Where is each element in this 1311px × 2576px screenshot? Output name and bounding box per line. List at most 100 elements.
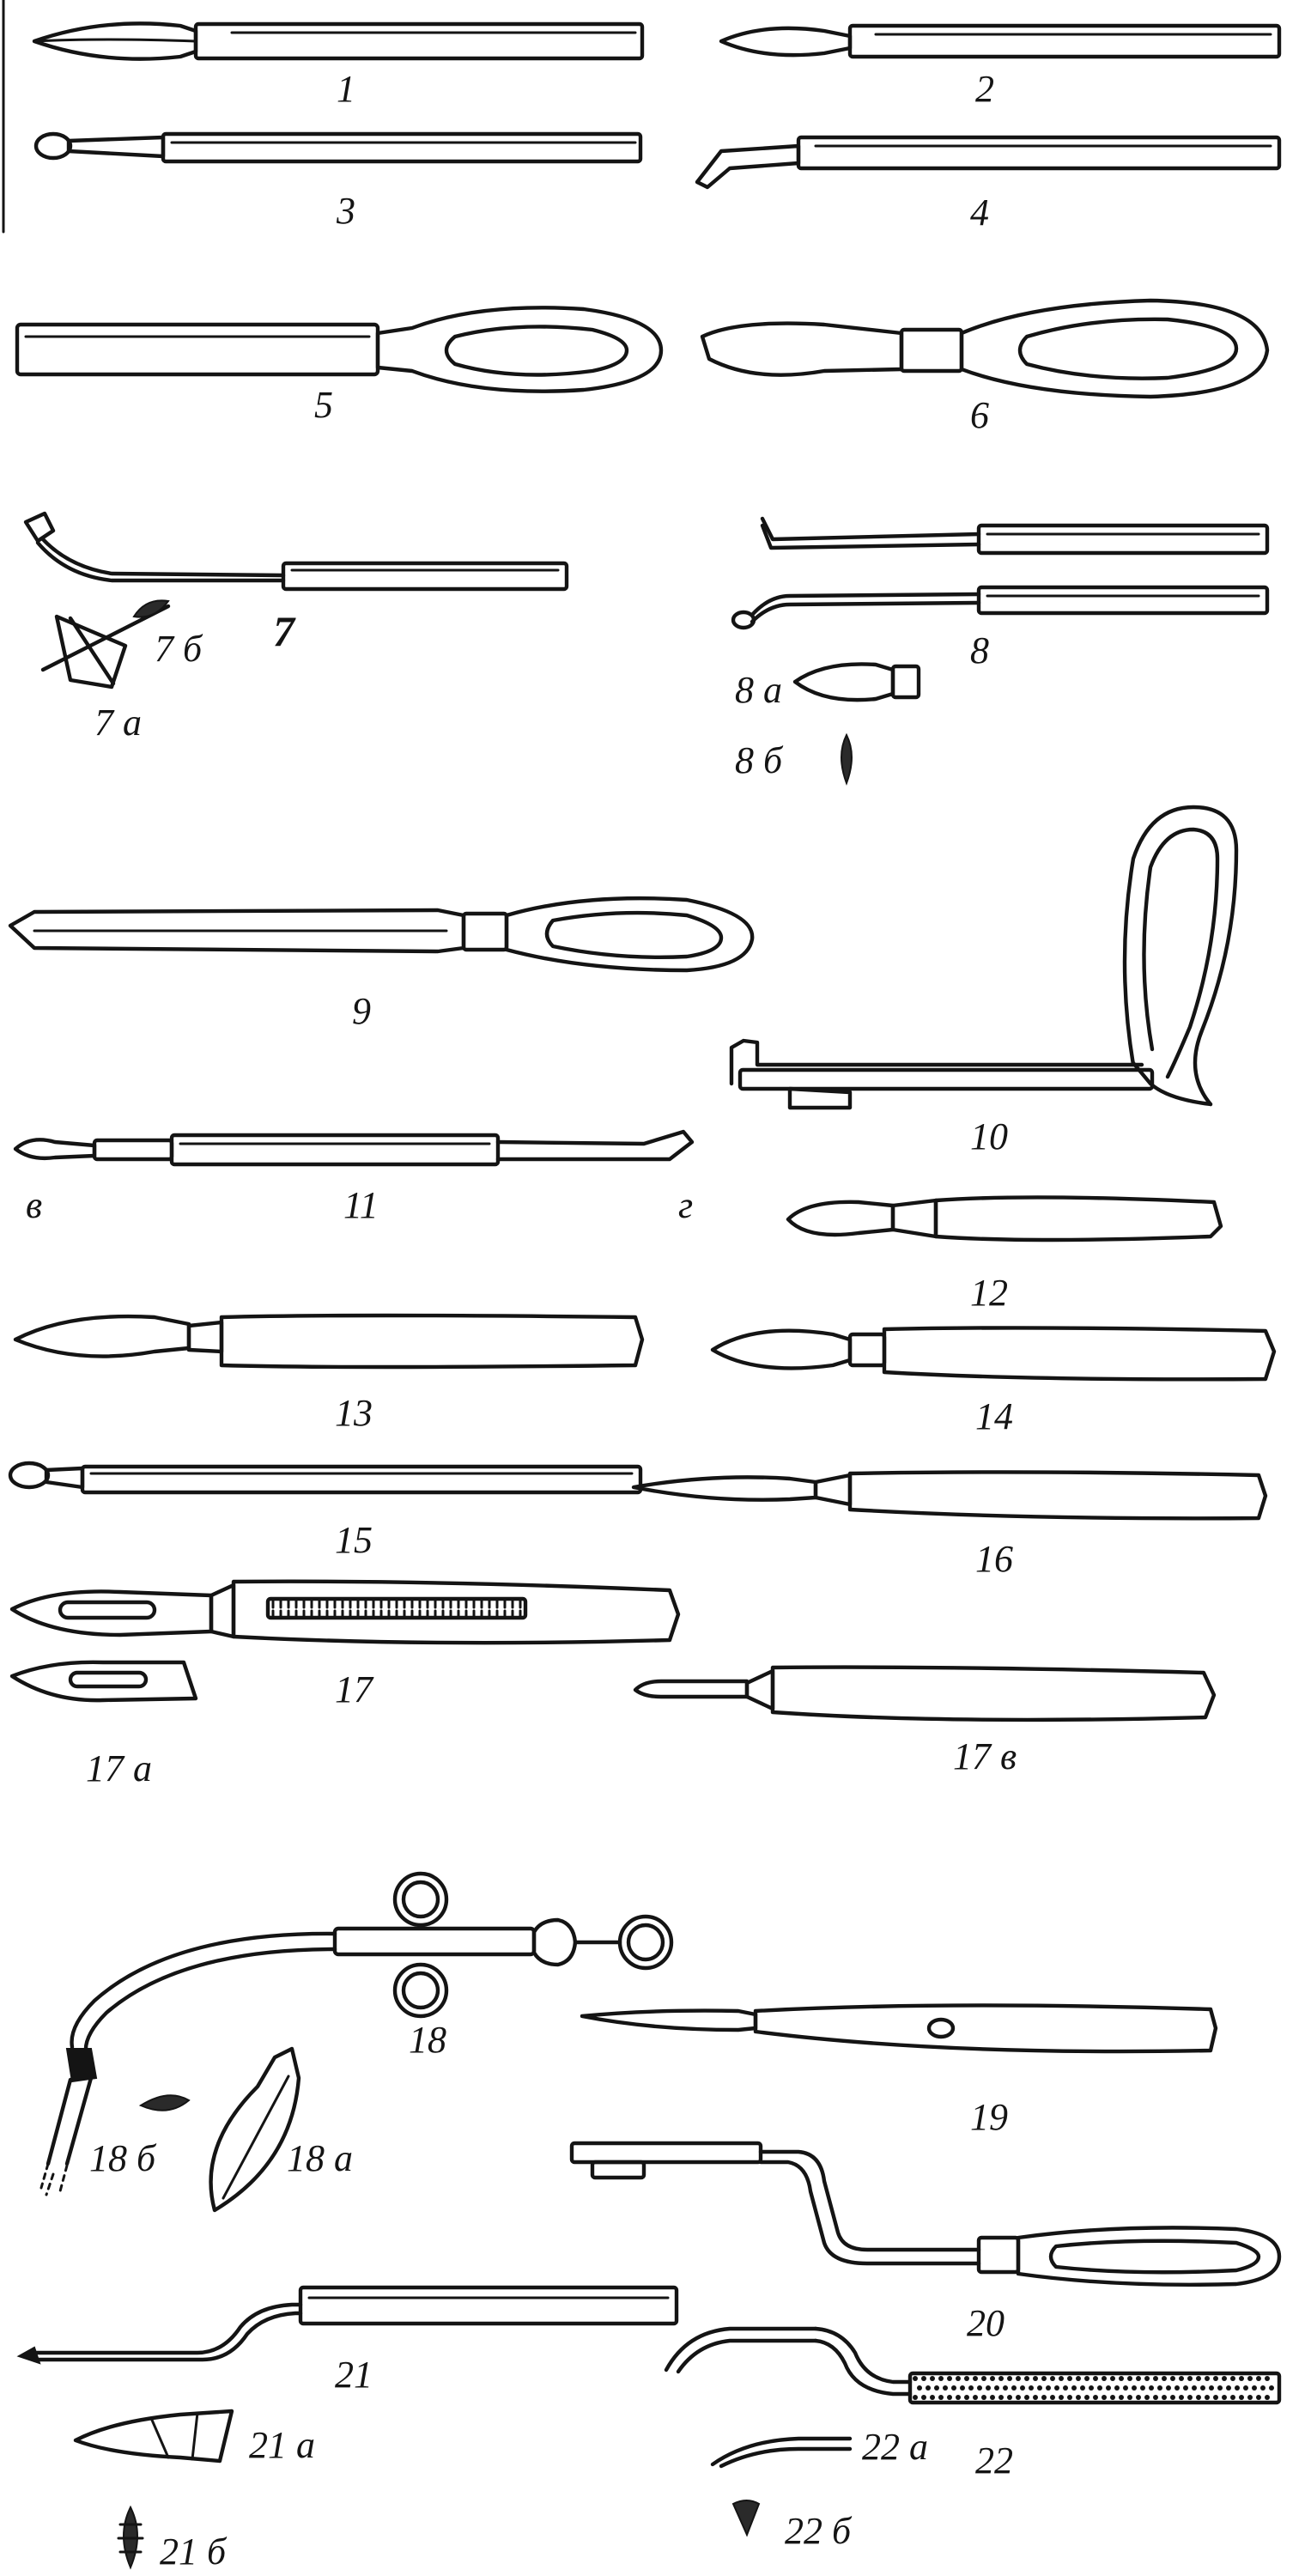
instrument-6	[700, 298, 1270, 399]
knurl-dot	[1127, 2395, 1132, 2400]
knurl-dot	[981, 2395, 986, 2400]
knurl-dot	[1003, 2385, 1008, 2391]
instrument-7	[23, 511, 569, 592]
instrument-12	[786, 1195, 1223, 1242]
knurl-dot	[1265, 2395, 1270, 2400]
knurl-dot	[1033, 2376, 1038, 2381]
knurl-dot	[1067, 2376, 1072, 2381]
knurl-dot	[1235, 2385, 1240, 2391]
label-7: 7	[273, 607, 296, 655]
knurl-dot	[1222, 2395, 1227, 2400]
knurl-dot	[1063, 2385, 1068, 2391]
label-18: 18	[409, 2019, 446, 2061]
knurl-dot	[1084, 2395, 1089, 2400]
knurl-dot	[921, 2395, 926, 2400]
knurl-dot	[1102, 2376, 1107, 2381]
label-15: 15	[335, 1519, 373, 1561]
knurled-grip	[913, 2376, 1274, 2400]
knurl-dot	[994, 2385, 999, 2391]
knurl-dot	[1153, 2395, 1158, 2400]
knurl-dot	[938, 2395, 944, 2400]
knurl-dot	[1200, 2385, 1205, 2391]
detail-7b	[132, 599, 170, 618]
knurl-dot	[956, 2376, 961, 2381]
instrument-5	[15, 306, 664, 393]
knurl-dot	[1084, 2376, 1089, 2381]
knurl-dot	[1059, 2376, 1064, 2381]
label-7b: 7 б	[155, 628, 203, 670]
knurl-dot	[1196, 2395, 1201, 2400]
knurl-dot	[1007, 2376, 1012, 2381]
knurl-dot	[1213, 2376, 1218, 2381]
knurl-dot	[1106, 2385, 1111, 2391]
knurl-dot	[947, 2376, 952, 2381]
label-18a: 18 а	[287, 2137, 353, 2179]
knurl-dot	[1265, 2376, 1270, 2381]
label-11v: в	[26, 1184, 42, 1226]
knurl-dot	[1041, 2376, 1047, 2381]
knurl-dot	[1024, 2376, 1029, 2381]
knurl-dot	[1247, 2395, 1253, 2400]
knurl-dot	[1239, 2376, 1244, 2381]
label-21: 21	[335, 2354, 373, 2396]
knurl-dot	[1153, 2376, 1158, 2381]
label-9: 9	[352, 990, 371, 1032]
knurl-dot	[1123, 2385, 1128, 2391]
label-8: 8	[970, 629, 989, 671]
knurl-dot	[1174, 2385, 1180, 2391]
detail-17a	[9, 1660, 198, 1703]
label-12: 12	[970, 1272, 1008, 1314]
knurl-dot	[1097, 2385, 1102, 2391]
knurl-dot	[1269, 2385, 1274, 2391]
detail-18b	[138, 2094, 191, 2111]
knurl-dot	[1089, 2385, 1094, 2391]
knurl-dot	[1102, 2395, 1107, 2400]
knurl-dot	[973, 2395, 978, 2400]
label-5: 5	[314, 384, 333, 426]
detail-7a	[40, 604, 171, 690]
label-10: 10	[970, 1115, 1008, 1157]
knurl-dot	[1024, 2395, 1029, 2400]
label-22: 22	[975, 2439, 1013, 2482]
knurl-dot	[1183, 2385, 1188, 2391]
instrument-19	[580, 2003, 1218, 2054]
knurl-dot	[1119, 2376, 1124, 2381]
knurl-dot	[934, 2385, 939, 2391]
knurl-dot	[930, 2376, 935, 2381]
knurl-dot	[921, 2376, 926, 2381]
knurl-dot	[1071, 2385, 1077, 2391]
instrument-1	[32, 21, 645, 61]
knurl-dot	[990, 2376, 995, 2381]
detail-17v	[633, 1665, 1217, 1722]
instrument-21	[16, 2285, 679, 2365]
knurl-dot	[960, 2385, 965, 2391]
knurl-dot	[1127, 2376, 1132, 2381]
label-19: 19	[970, 2096, 1008, 2138]
detail-21b	[117, 2505, 144, 2570]
knurl-dot	[1076, 2395, 1081, 2400]
knurl-dot	[1076, 2376, 1081, 2381]
instrument-20	[569, 2141, 1282, 2287]
label-7a: 7 а	[94, 702, 142, 744]
knurl-dot	[947, 2395, 952, 2400]
knurl-dot	[1213, 2395, 1218, 2400]
knurl-dot	[1187, 2376, 1193, 2381]
knurl-dot	[943, 2385, 948, 2391]
knurl-dot	[1080, 2385, 1085, 2391]
detail-21a	[73, 2409, 234, 2464]
label-20: 20	[967, 2302, 1004, 2344]
label-11: 11	[343, 1184, 379, 1226]
knurl-dot	[1166, 2385, 1171, 2391]
knurl-dot	[1209, 2385, 1214, 2391]
label-6: 6	[970, 394, 989, 436]
knurl-dot	[1205, 2376, 1210, 2381]
knurl-dot	[1247, 2376, 1253, 2381]
knurl-dot	[1179, 2395, 1184, 2400]
knurl-dot	[938, 2376, 944, 2381]
knurl-dot	[1196, 2376, 1201, 2381]
instrument-4	[695, 135, 1282, 190]
knurl-dot	[1162, 2376, 1167, 2381]
knurl-dot	[1252, 2385, 1257, 2391]
knurl-dot	[964, 2376, 969, 2381]
knurl-dot	[986, 2385, 991, 2391]
